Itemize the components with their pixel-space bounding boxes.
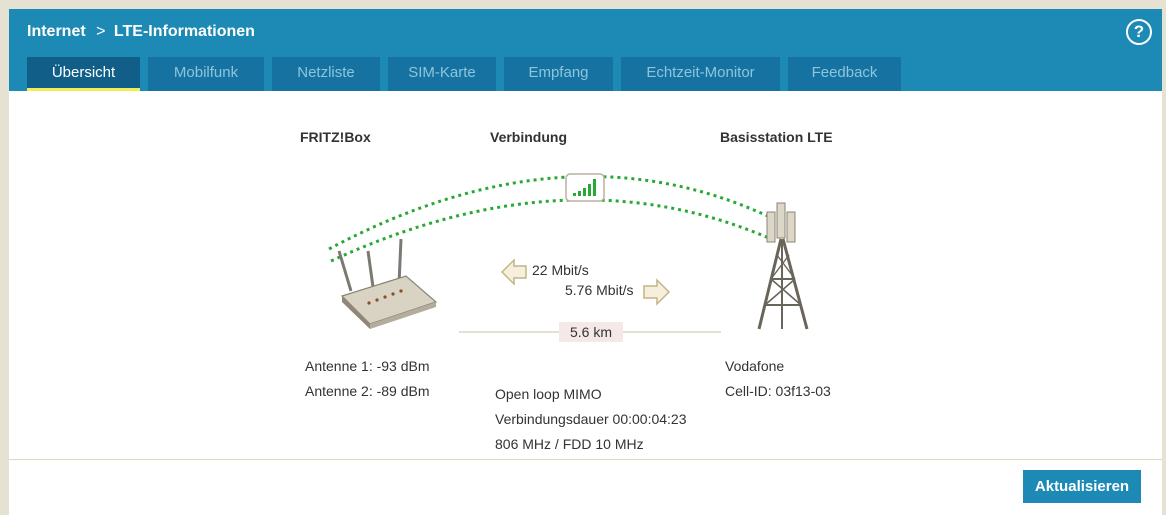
tab-empfang[interactable]: Empfang bbox=[504, 57, 613, 91]
overview-panel: FRITZ!Box Verbindung Basisstation LTE bbox=[9, 91, 1162, 459]
upstream-rate: 5.76 Mbit/s bbox=[565, 282, 634, 298]
connection-diagram bbox=[328, 173, 809, 333]
device-column-title: FRITZ!Box bbox=[300, 129, 371, 145]
router-icon bbox=[337, 238, 438, 329]
breadcrumb: Internet > LTE-Informationen bbox=[27, 23, 255, 41]
page-title: LTE-Informationen bbox=[113, 23, 255, 40]
provider-name: Vodafone bbox=[725, 358, 785, 374]
help-icon[interactable]: ? bbox=[1126, 19, 1152, 45]
connection-column-title: Verbindung bbox=[490, 129, 567, 145]
antenna-1-level: Antenne 1: -93 dBm bbox=[305, 358, 430, 374]
breadcrumb-separator: > bbox=[96, 23, 106, 40]
lte-info-window: Internet > LTE-Informationen ? Übersicht… bbox=[9, 9, 1162, 515]
tab-mobilfunk[interactable]: Mobilfunk bbox=[148, 57, 264, 91]
cell-tower-icon bbox=[757, 238, 809, 330]
basestation-column-title: Basisstation LTE bbox=[720, 129, 833, 145]
refresh-button[interactable]: Aktualisieren bbox=[1023, 470, 1141, 503]
distance-badge: 5.6 km bbox=[559, 322, 623, 342]
header-bar: Internet > LTE-Informationen ? Übersicht… bbox=[9, 9, 1162, 91]
tab-uebersicht[interactable]: Übersicht bbox=[27, 57, 140, 91]
connection-duration: Verbindungsdauer 00:00:04:23 bbox=[495, 411, 687, 427]
upload-arrow-icon bbox=[643, 278, 671, 306]
tab-feedback[interactable]: Feedback bbox=[788, 57, 901, 91]
mimo-mode: Open loop MIMO bbox=[495, 386, 602, 402]
tab-netzliste[interactable]: Netzliste bbox=[272, 57, 380, 91]
download-arrow-icon bbox=[500, 258, 527, 286]
tab-echtzeit-monitor[interactable]: Echtzeit-Monitor bbox=[621, 57, 780, 91]
antenna-2-level: Antenne 2: -89 dBm bbox=[305, 383, 430, 399]
footer-divider bbox=[9, 459, 1162, 460]
breadcrumb-section[interactable]: Internet bbox=[27, 23, 86, 40]
signal-arc-inner bbox=[330, 198, 772, 263]
cell-id: Cell-ID: 03f13-03 bbox=[725, 383, 831, 399]
signal-strength-icon bbox=[565, 173, 605, 202]
signal-arc-outer bbox=[328, 175, 775, 251]
frequency-band: 806 MHz / FDD 10 MHz bbox=[495, 436, 644, 452]
downstream-rate: 22 Mbit/s bbox=[532, 262, 589, 278]
tower-antenna-panels bbox=[766, 202, 796, 243]
tab-sim-karte[interactable]: SIM-Karte bbox=[388, 57, 496, 91]
